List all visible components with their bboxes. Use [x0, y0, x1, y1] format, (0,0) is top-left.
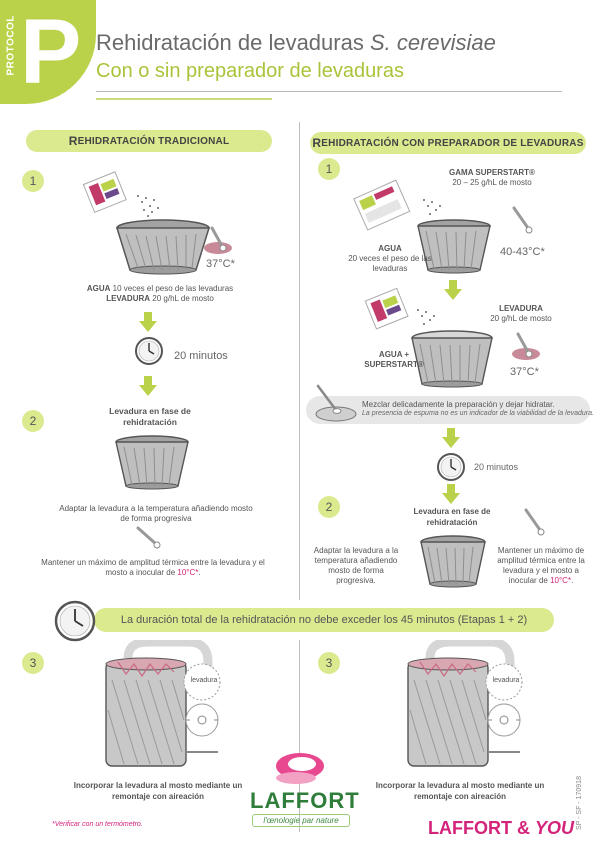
right-thermometer-icon-3: [524, 508, 545, 536]
left-incorporate-text: Incorporar la levadura al mosto mediante…: [73, 781, 243, 801]
protocol-label: PROTOCOL: [5, 15, 17, 76]
right-phase-title: Levadura en fase de rehidratación: [413, 507, 491, 527]
right-arrow-down-icon-1: [444, 280, 462, 300]
right-clock-icon: [437, 453, 465, 481]
total-duration-band: La duración total de la rehidratación no…: [94, 608, 554, 632]
right-superstart-pack-and-bowl: [353, 179, 491, 274]
left-bowl-icon-step2: [115, 435, 189, 490]
right-mix-instruction-band: Mezclar delicadamente la preparación y d…: [306, 384, 594, 424]
laffort-logo-emblem: [276, 753, 324, 784]
left-step-2-number: 2: [22, 410, 44, 432]
right-column-heading: Rehidratación con preparador de levadura…: [310, 132, 586, 154]
right-mix-text: Mezclar delicadamente la preparación y d…: [362, 400, 555, 409]
left-step-1-number: 1: [22, 170, 44, 192]
left-arrow-down-icon-2: [139, 376, 157, 396]
right-max-amplitude-text: Mantener un máximo de amplitud térmica e…: [497, 546, 585, 585]
protocol-corner-tab: P PROTOCOL: [0, 0, 96, 104]
right-arrow-down-icon-2: [442, 428, 460, 448]
column-divider: [299, 122, 300, 600]
right-tank-remontage-icon: [407, 640, 523, 767]
document-reference: SP - SF - 170918: [576, 776, 583, 830]
laffort-logo: LAFFORT: [250, 788, 360, 813]
right-duration-minutes: 20 minutos: [474, 462, 519, 472]
right-thermometer-icon-2: [512, 332, 540, 360]
left-step-3-number: 3: [22, 652, 44, 674]
right-arrow-down-icon-3: [442, 484, 460, 504]
right-step-3-number: 3: [318, 652, 340, 674]
left-tank-label: levadura: [190, 677, 218, 684]
footnote: *Verificar con un termómetro.: [52, 821, 143, 828]
left-tank-remontage-icon: [105, 640, 221, 767]
right-bowl-icon-step2: [420, 535, 486, 588]
title-accent-line: [96, 98, 272, 100]
left-phase-title: Levadura en fase de rehidratación: [109, 406, 191, 427]
right-gama-superstart-text: GAMA SUPERSTART® 20 – 25 g/hL de mosto: [449, 168, 535, 187]
right-agua-superstart-text: AGUA + SUPERSTART®: [364, 350, 424, 369]
right-temperature-2: 37°C*: [510, 366, 539, 378]
page-title: Rehidratación de levaduras S. cerevisiae: [96, 30, 496, 55]
protocol-letter: P: [20, 1, 82, 103]
left-clock-icon: [135, 337, 163, 365]
right-foam-text: La presencia de espuma no es un indicado…: [362, 410, 594, 417]
left-water-text: AGUA 10 veces el peso de las levaduras L…: [86, 284, 234, 303]
left-adapt-text: Adaptar la levadura a la temperatura aña…: [59, 504, 253, 523]
right-incorporate-text: Incorporar la levadura al mosto mediante…: [375, 781, 545, 801]
laffort-and-you-logo: LAFFORT & YOU: [428, 818, 574, 838]
left-max-amplitude-text: Mantener un máximo de amplitud térmica e…: [41, 558, 265, 577]
right-tank-label: levadura: [492, 677, 520, 684]
title-divider: [96, 91, 562, 92]
left-temperature: 37°C*: [206, 258, 235, 270]
duration-clock-icon: [54, 600, 96, 642]
page-subtitle: Con o sin preparador de levaduras: [96, 60, 404, 82]
right-step-1-number: 1: [318, 158, 340, 180]
left-yeast-pack-and-bowl: [82, 171, 211, 275]
left-arrow-down-icon-1: [139, 312, 157, 332]
right-yeast-pack-and-bowl-2: [364, 287, 493, 388]
column-divider-lower: [299, 640, 300, 832]
spoon-icon: [315, 384, 357, 422]
laffort-tagline: l'œnologie par nature: [252, 814, 350, 827]
right-step-2-number: 2: [318, 496, 340, 518]
right-thermometer-icon-1: [512, 206, 533, 234]
total-duration-text: La duración total de la rehidratación no…: [120, 614, 528, 626]
left-duration-minutes: 20 minutos: [174, 350, 228, 362]
right-temperature-1: 40-43°C*: [500, 246, 545, 258]
left-thermometer-icon-2: [136, 526, 161, 549]
right-adapt-text: Adaptar la levadura a la temperatura aña…: [313, 546, 399, 585]
left-column-heading: Rehidratación tradicional: [26, 130, 272, 152]
left-thermometer-icon: [204, 226, 232, 254]
